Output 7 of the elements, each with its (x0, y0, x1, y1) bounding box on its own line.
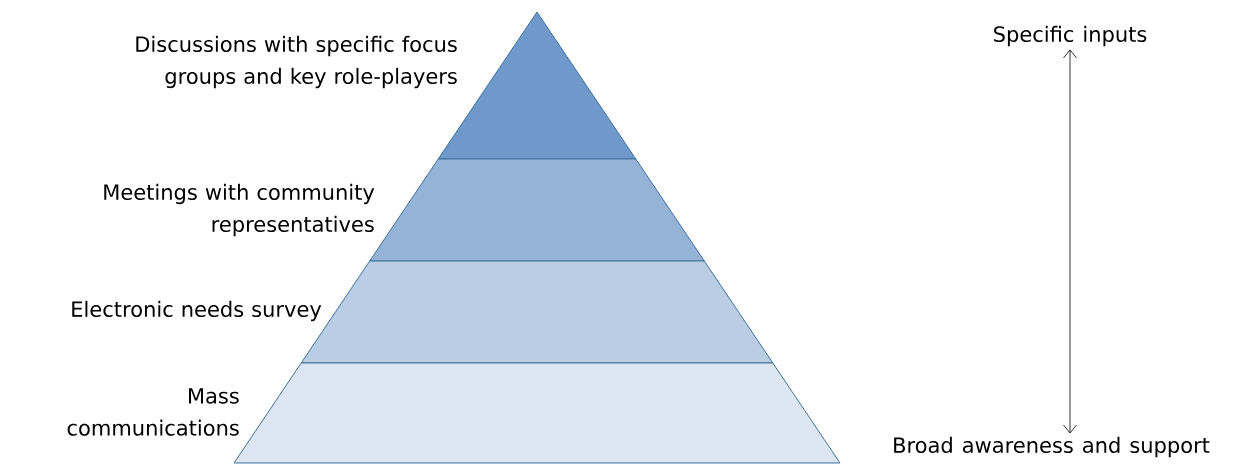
scale-label: Broad awareness and support (894, 436, 1210, 458)
band-caption: Electronic needs survey (72, 300, 322, 322)
band-caption: Mass communications (67, 388, 239, 436)
band-caption: Discussions with specific focus groups and key role-players (136, 35, 457, 89)
band-caption: Meetings with community representatives (104, 183, 375, 237)
double-arrow (1063, 49, 1077, 434)
scale-label: Specific inputs (994, 25, 1147, 47)
